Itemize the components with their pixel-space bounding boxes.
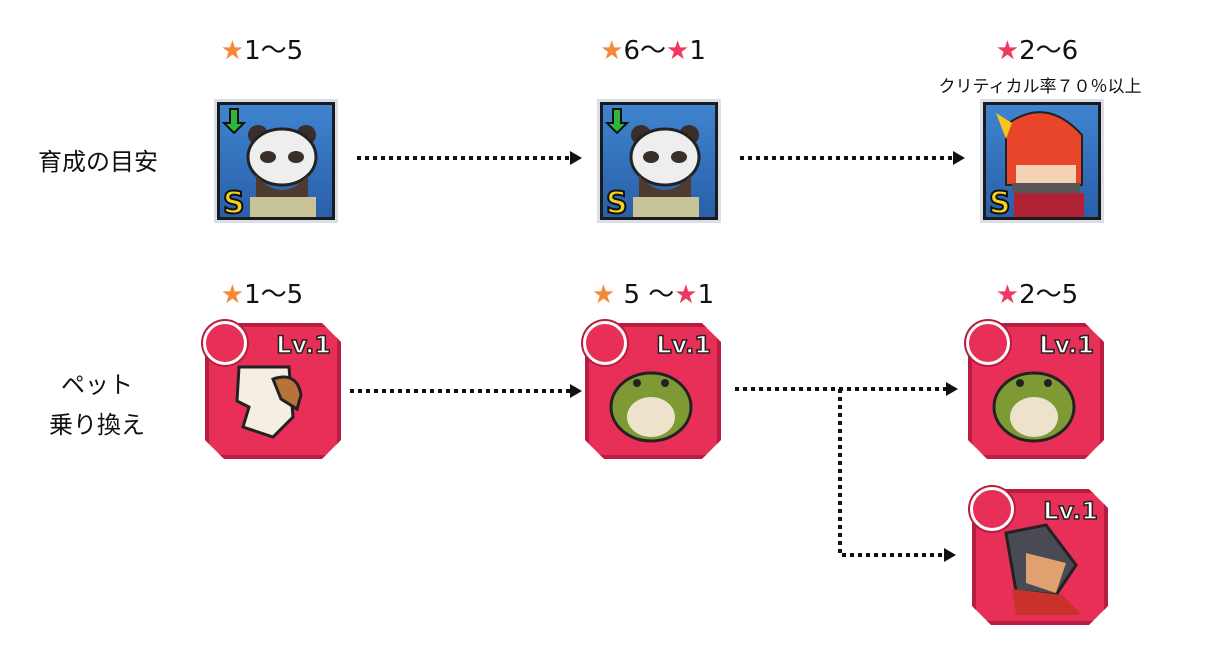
frog-pet-icon: Lv.1 (583, 321, 721, 459)
coin-badge-icon (966, 321, 1010, 365)
svg-text:S: S (606, 186, 628, 217)
stage-stars: ★1〜5 (220, 280, 304, 310)
row-label-pet-line1: ペット (61, 371, 133, 399)
stage-stars: ★2〜5 (995, 280, 1079, 310)
dog-pet-icon: Lv.1 (970, 487, 1108, 625)
frog-pet-icon: Lv.1 (966, 321, 1104, 459)
red-hair-hero-icon: S (980, 99, 1104, 223)
coin-badge-icon (583, 321, 627, 365)
stage-stars: ★2〜6 (995, 36, 1079, 66)
row-label-pet-line2: 乗り換え (49, 411, 145, 439)
panda-hero-icon: S (214, 99, 338, 223)
dog-badge-icon (970, 487, 1014, 531)
critical-rate-note: クリティカル率７０％以上 (938, 77, 1142, 97)
svg-text:S: S (989, 186, 1011, 217)
svg-text:S: S (223, 186, 245, 217)
stage-stars: ★ 5 〜★1 (591, 280, 715, 310)
panda-hero-icon: S (597, 99, 721, 223)
stage-stars: ★6〜★1 (600, 36, 706, 66)
row-label-training: 育成の目安 (38, 148, 158, 176)
eagle-badge-icon (203, 321, 247, 365)
stage-stars: ★1〜5 (220, 36, 304, 66)
eagle-pet-icon: Lv.1 (203, 321, 341, 459)
